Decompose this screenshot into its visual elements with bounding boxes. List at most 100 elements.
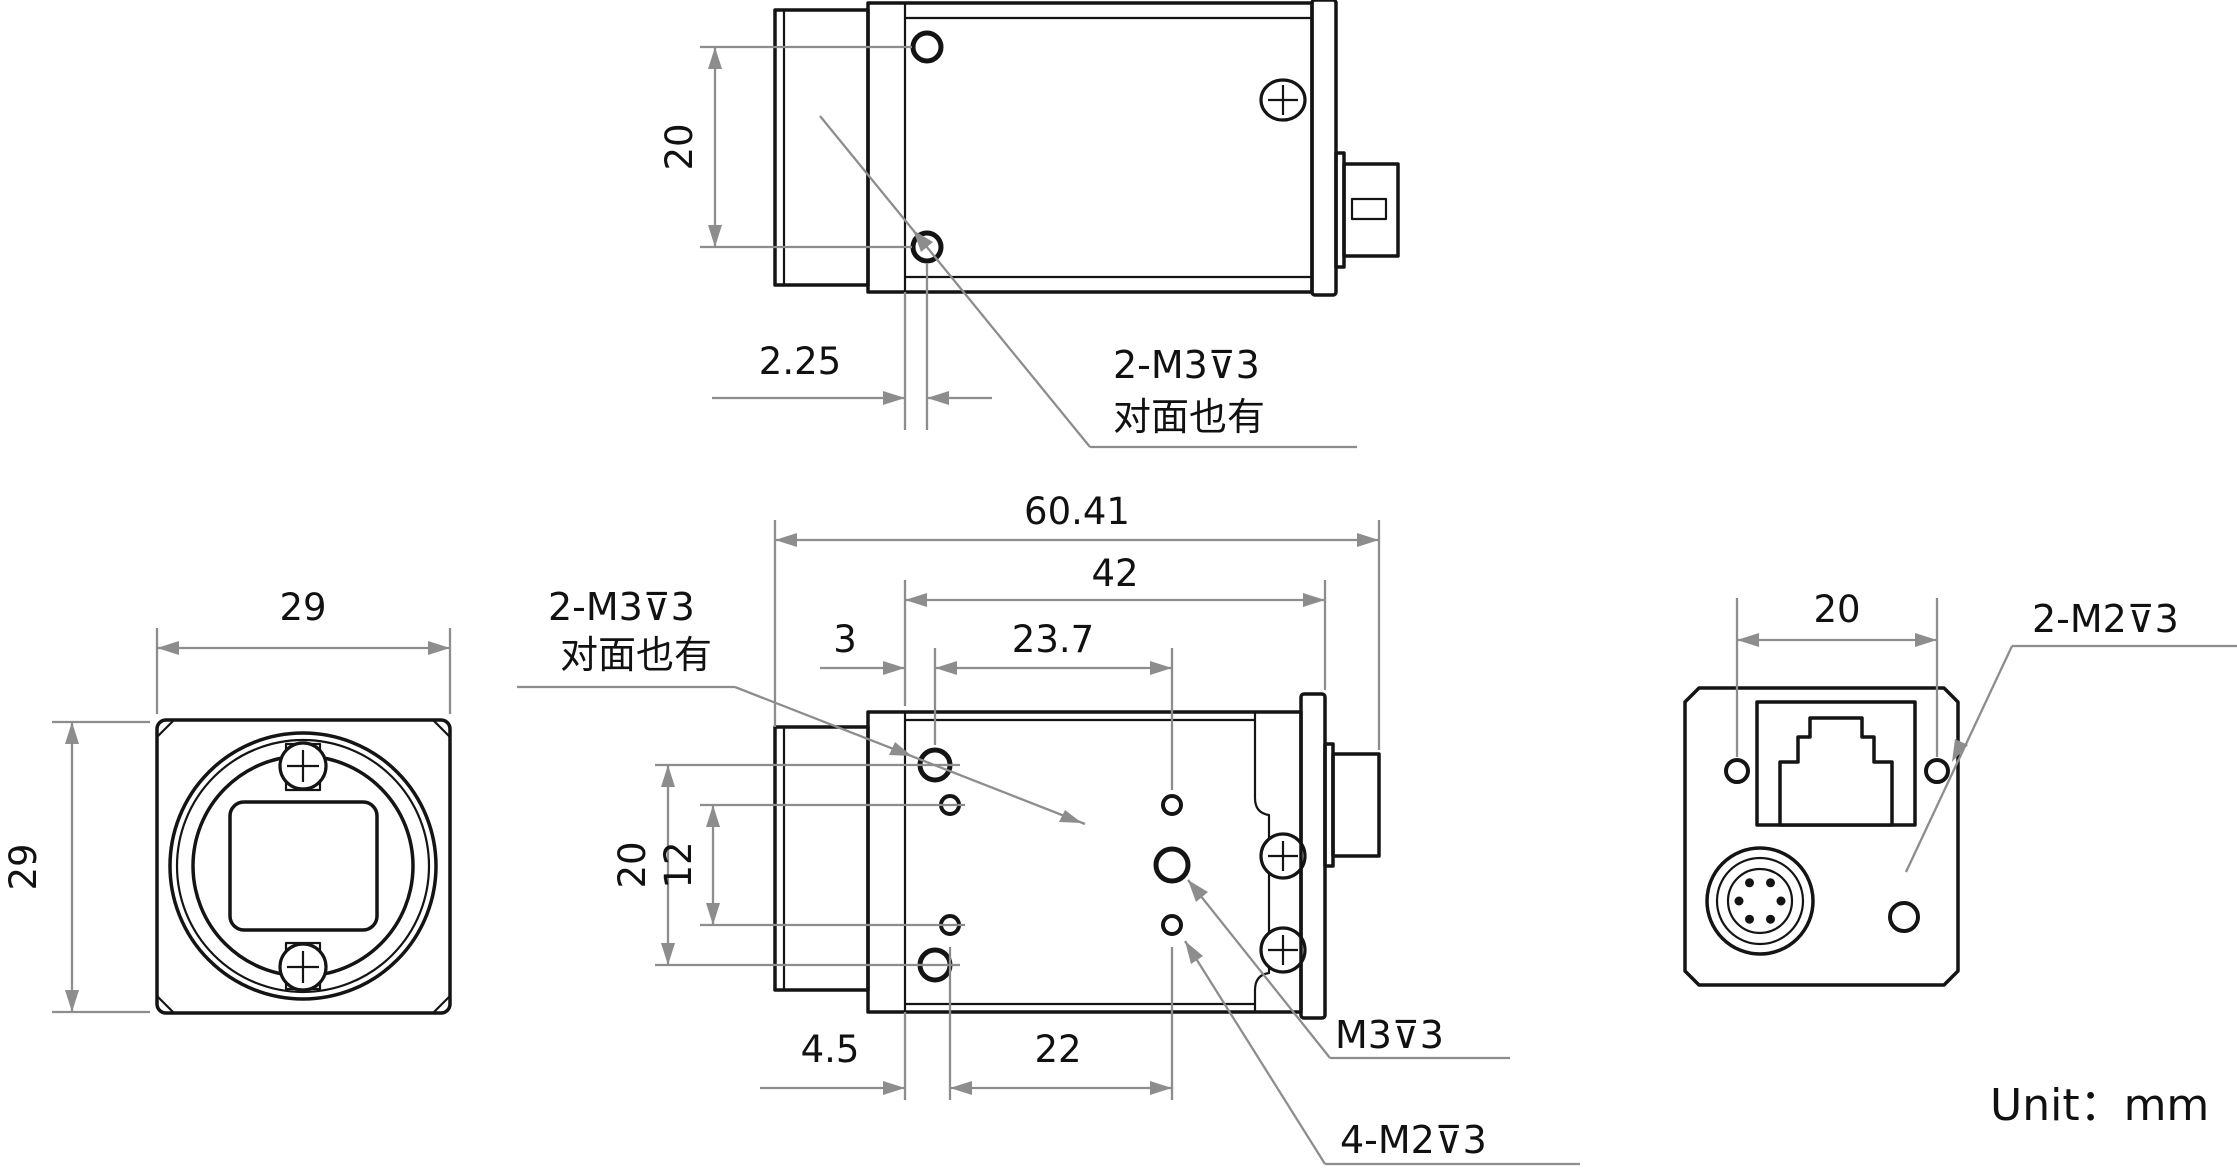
dim-rear-hole-spacing: 20 [1813,588,1860,631]
top-back-plate [1310,0,1338,297]
rear-led-hole [1888,901,1920,933]
dimension-lines [700,803,965,927]
rear-m2-hole-left [1724,758,1750,784]
front-screw-bottom [278,942,328,992]
dimension-lines [155,628,452,714]
dim-side-m3-offset: 3 [833,618,857,661]
arrowhead [661,765,675,787]
arrowhead [708,47,722,69]
arrowhead [1915,633,1937,647]
arrowhead [1952,739,1968,762]
note-side-m3: M3⊽3 [1335,1013,1444,1057]
arrowhead [706,903,720,925]
dimension-lines [700,45,912,249]
rear-view [1683,686,1960,987]
dim-side-overall-length: 60.41 [1024,490,1130,533]
arrowhead [913,230,933,252]
arrowhead [428,641,450,655]
front-lens-flange-inner [175,738,431,994]
arrowhead [883,1081,905,1095]
front-lens-flange-outer [168,731,438,1001]
arrowhead [927,391,949,405]
note-side-m2: 4-M2⊽3 [1340,1118,1487,1162]
front-corner-chamfers [156,719,451,1014]
note-top-thread-line1: 2-M3⊽3 [1113,343,1260,387]
dimension-lines [1735,598,1939,757]
dim-side-mid-hole-offset: 23.7 [1012,618,1094,661]
side-bracket-recess [1253,712,1271,1012]
front-sensor-window [228,800,379,932]
unit-note: Unit：mm [1990,1080,2209,1131]
rear-m2-hole-right [1924,758,1950,784]
side-screw-top [1259,832,1307,880]
arrowhead [1188,880,1208,902]
rear-power-connector [1705,846,1815,956]
side-lens-barrel [773,725,870,992]
front-view [155,718,452,1015]
dim-front-height: 29 [2,843,45,890]
front-view-dimensions: 29 29 [2,586,452,1014]
leader-line [1184,940,1580,1166]
dim-side-body-length: 42 [1091,552,1138,595]
note-side-thread-line1: 2-M3⊽3 [548,585,695,629]
arrowhead [1357,533,1379,547]
side-m2-hole-4 [1161,914,1183,936]
arrowhead [905,593,927,607]
arrowhead [1185,941,1203,964]
leader-line [819,115,1357,449]
front-body [155,718,452,1015]
top-lens-barrel [773,8,870,287]
arrowhead [883,391,905,405]
arrowhead [1150,661,1172,675]
note-side-thread-line2: 对面也有 [560,633,712,677]
top-connector-body [1342,162,1400,258]
note-top-thread-line2: 对面也有 [1113,395,1265,439]
arrowhead [1303,593,1325,607]
dimension-lines [655,763,960,967]
arrowhead [65,990,79,1012]
dim-side-m2-spacing-h: 22 [1034,1028,1081,1071]
dimension-lines [903,580,1327,706]
top-view-dimensions: 20 2.25 2-M3⊽3 对面也有 [658,45,1357,449]
arrowhead [157,641,179,655]
leader-line [1904,644,2237,873]
top-screw [1259,78,1307,122]
dimension-lines [712,263,992,430]
arrowhead [661,943,675,965]
front-screw-top [278,741,328,791]
leader-line [517,685,1086,826]
rear-rj45-jack [1778,716,1894,827]
side-m3-center-hole [1153,846,1191,884]
dim-front-width: 29 [279,586,326,629]
arrowhead [889,742,912,756]
side-screw-bottom [1259,926,1307,974]
arrowhead [950,1081,972,1095]
arrowhead [708,225,722,247]
top-view [773,0,1400,297]
dim-top-hole-spacing: 20 [658,123,701,170]
arrowhead [935,661,957,675]
arrowhead [1059,810,1082,823]
arrowhead [706,805,720,827]
arrowhead [1150,1081,1172,1095]
leader-line [1187,879,1510,1060]
dim-side-m2-spacing-v: 12 [657,841,700,888]
rear-view-dimensions: 20 2-M2⊽3 [1735,588,2237,873]
side-view [773,692,1381,1020]
side-connector-body [1331,752,1381,858]
arrowhead [1737,633,1759,647]
dim-top-hole-offset: 2.25 [759,340,841,383]
top-m3-hole-1 [910,30,944,64]
dimension-lines [773,520,1381,750]
arrowhead [65,722,79,744]
dim-side-m2-offset: 4.5 [801,1028,860,1071]
dimension-lines [760,947,1174,1100]
arrowhead [883,661,905,675]
side-view-dimensions: 60.41 42 3 23.7 20 [517,490,1580,1166]
arrowhead [775,533,797,547]
dimension-lines [820,648,1174,790]
dim-side-m3-spacing-v: 20 [611,841,654,888]
note-rear-m2: 2-M2⊽3 [2032,597,2179,641]
side-m2-hole-3 [1161,794,1183,816]
